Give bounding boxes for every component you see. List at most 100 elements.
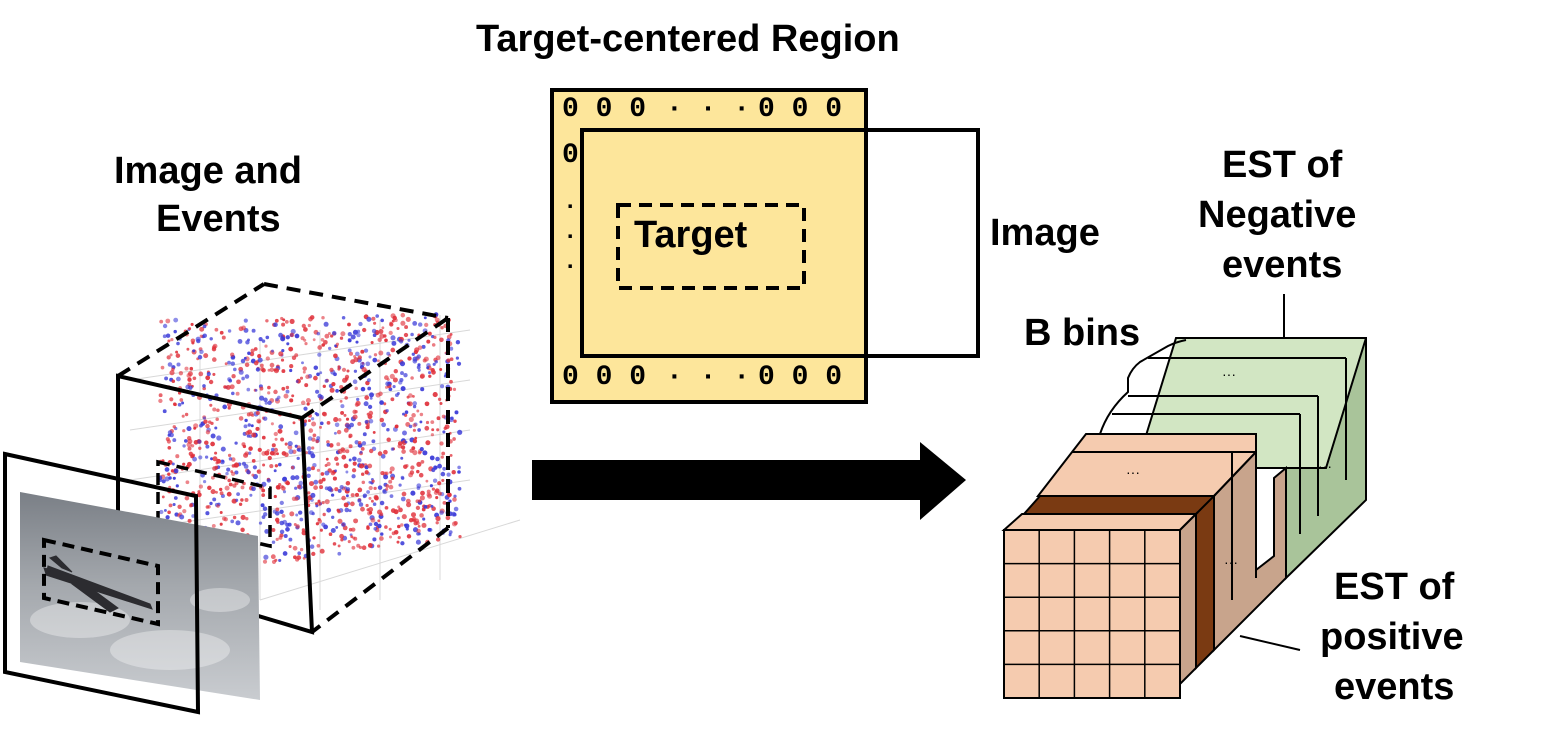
event-point — [369, 392, 374, 398]
event-point — [454, 410, 459, 415]
event-point — [385, 408, 389, 413]
event-point — [347, 540, 351, 544]
event-point — [345, 480, 351, 486]
event-point — [237, 338, 243, 344]
event-point — [262, 559, 268, 564]
event-point — [198, 455, 203, 460]
event-point — [343, 502, 349, 508]
event-point — [224, 362, 228, 366]
event-point — [294, 496, 299, 501]
event-point — [234, 470, 239, 475]
event-point — [247, 423, 252, 427]
event-point — [416, 528, 421, 534]
event-point — [452, 497, 457, 502]
event-point — [412, 404, 417, 409]
event-point — [357, 487, 363, 493]
event-point — [186, 442, 192, 448]
event-point — [282, 490, 287, 494]
zero-col-dot-3: · — [563, 254, 578, 281]
event-point — [426, 339, 431, 344]
event-point — [210, 421, 214, 426]
positive-est-block — [1035, 433, 1287, 653]
event-point — [422, 358, 427, 363]
event-point — [379, 500, 385, 506]
event-point — [205, 444, 210, 449]
event-point — [341, 367, 347, 372]
event-point — [202, 386, 206, 391]
event-point — [293, 430, 299, 436]
event-point — [274, 318, 279, 323]
event-point — [334, 422, 340, 428]
event-point — [410, 465, 415, 470]
event-point — [371, 439, 376, 444]
event-point — [368, 355, 372, 359]
event-point — [198, 371, 204, 377]
event-point — [283, 393, 289, 399]
event-point — [440, 384, 445, 389]
event-point — [188, 327, 192, 331]
event-point — [402, 412, 405, 416]
event-point — [219, 330, 224, 335]
event-point — [348, 444, 353, 449]
event-point — [402, 430, 407, 436]
event-point — [384, 471, 389, 476]
event-point — [255, 426, 260, 431]
event-point — [368, 511, 373, 515]
event-point — [383, 449, 388, 455]
event-point — [355, 340, 359, 344]
event-point — [359, 450, 363, 454]
event-point — [289, 332, 295, 338]
event-point — [220, 446, 226, 452]
event-point — [246, 434, 250, 438]
event-point — [416, 461, 422, 467]
event-point — [235, 520, 241, 526]
event-point — [219, 491, 224, 496]
event-point — [370, 499, 374, 503]
event-point — [267, 368, 271, 372]
event-point — [279, 529, 285, 535]
event-point — [273, 322, 278, 328]
event-point — [396, 326, 400, 331]
event-point — [417, 428, 421, 432]
event-point — [158, 393, 163, 398]
event-point — [247, 351, 251, 356]
event-point — [283, 533, 288, 539]
event-point — [412, 401, 418, 406]
front-bin-slice — [1021, 493, 1217, 671]
event-point — [316, 468, 320, 472]
event-point — [169, 370, 175, 376]
event-point — [240, 485, 245, 490]
event-point — [262, 463, 266, 467]
event-point — [182, 509, 187, 514]
event-point — [230, 470, 234, 474]
event-point — [372, 502, 377, 506]
image-frame-border — [2, 451, 201, 715]
event-point — [379, 417, 385, 423]
event-point — [231, 498, 237, 504]
event-point — [250, 348, 255, 353]
event-point — [345, 494, 349, 498]
event-point — [340, 331, 346, 337]
event-point — [406, 401, 411, 406]
event-point — [400, 371, 404, 376]
event-point — [354, 402, 359, 407]
event-point — [448, 530, 453, 534]
event-point — [422, 450, 428, 456]
event-point — [279, 500, 284, 506]
event-point — [252, 465, 257, 470]
event-point — [390, 476, 395, 481]
event-point — [384, 525, 388, 529]
event-point — [390, 397, 395, 402]
event-point — [292, 421, 296, 425]
event-point — [344, 507, 350, 513]
event-point — [452, 387, 457, 391]
event-point — [159, 509, 164, 515]
event-point — [243, 424, 248, 429]
event-point — [309, 510, 314, 515]
event-point — [388, 527, 392, 531]
event-point — [231, 391, 235, 396]
event-point — [265, 356, 270, 361]
event-point — [227, 329, 232, 333]
event-point — [313, 485, 318, 490]
event-point — [393, 369, 398, 374]
